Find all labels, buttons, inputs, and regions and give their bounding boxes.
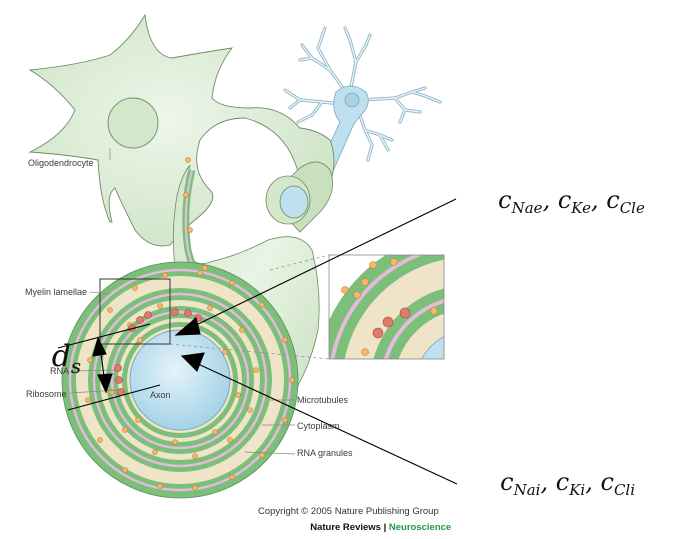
zoom-box: [99, 278, 171, 345]
journal-name: Nature Reviews: [310, 522, 381, 533]
int-c1-sub: Nai: [513, 481, 541, 499]
zoom-guide-top: [269, 254, 330, 271]
ds-base: d: [52, 339, 71, 374]
annotation-internal-concentrations: cNai, cKi, cCli: [462, 468, 658, 501]
ext-sep1: ,: [543, 186, 558, 214]
axon-segment: [265, 161, 334, 233]
label-rna-granules: RNA granules: [297, 448, 353, 458]
int-c3-sub: Cli: [614, 481, 635, 499]
int-sep1: ,: [540, 468, 555, 496]
label-oligodendrocyte: Oligodendrocyte: [28, 158, 94, 168]
label-rna: RNA: [50, 366, 69, 376]
int-sep2: ,: [585, 468, 600, 496]
label-axon: Axon: [150, 390, 171, 400]
journal-divider: |: [381, 522, 389, 533]
int-c3-base: c: [600, 468, 613, 496]
journal-credit: Nature Reviews | Neuroscience: [297, 522, 459, 533]
label-cytoplasm: Cytoplasm: [297, 421, 340, 431]
ext-c1-sub: Nae: [511, 199, 543, 217]
ds-lower-line: [67, 384, 161, 411]
journal-section: Neuroscience: [389, 522, 451, 533]
label-ribosome: Ribosome: [26, 389, 67, 399]
ext-c2-sub: Ke: [570, 199, 591, 217]
annotation-ds: ds: [4, 339, 110, 381]
annotation-arrows: [57, 198, 458, 485]
annotation-external-concentrations: cNae, cKe, cCle: [460, 186, 668, 219]
zoom-guide-bottom: [169, 343, 330, 360]
int-c2-sub: Ki: [568, 481, 585, 499]
int-c2-base: c: [556, 468, 569, 496]
ribosomes: [114, 308, 202, 396]
neuron-dendrite-fill: [284, 27, 441, 161]
ext-c3-sub: Cle: [620, 199, 645, 217]
label-microtubules: Microtubules: [297, 395, 349, 405]
rna-granules: [85, 157, 295, 491]
int-c1-base: c: [500, 468, 513, 496]
ds-sub: s: [71, 354, 81, 378]
leader-lines: [69, 148, 296, 455]
neuron-nucleus: [344, 92, 360, 108]
inset-magnified: [329, 255, 444, 359]
oligodendrocyte-nucleus: [107, 97, 159, 149]
ext-c1-base: c: [498, 186, 511, 214]
axon-cross-section: [129, 329, 231, 431]
inset-frame: [328, 254, 445, 360]
oligodendrocyte-body: [28, 13, 335, 247]
ext-sep2: ,: [591, 186, 606, 214]
ext-c3-base: c: [606, 186, 619, 214]
copyright-text: Copyright © 2005 Nature Publishing Group: [258, 506, 439, 517]
label-myelin-lamellae: Myelin lamellae: [25, 287, 87, 297]
ext-c2-base: c: [558, 186, 571, 214]
